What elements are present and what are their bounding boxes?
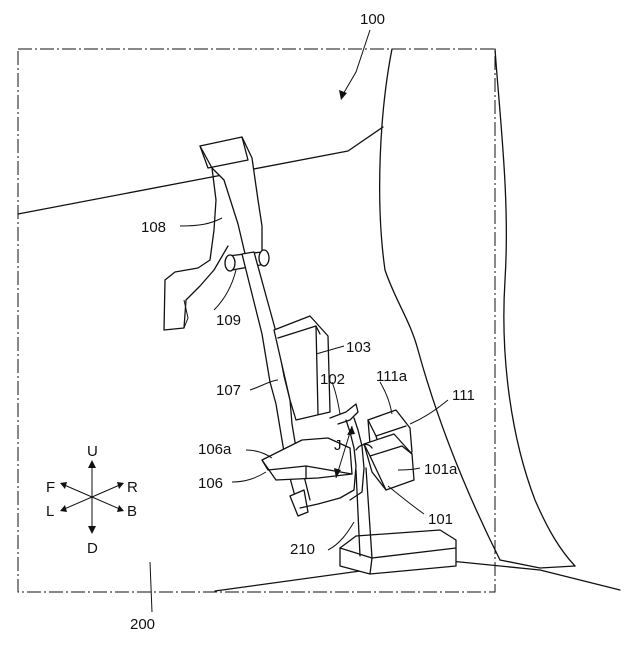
dir-label-u: U [87,443,98,460]
label-210: 210 [290,541,315,558]
label-103: 103 [346,339,371,356]
dir-label-l: L [46,503,54,520]
label-101a: 101a [424,461,458,478]
label-j: J [334,437,342,454]
dir-label-f: F [46,479,55,496]
label-101: 101 [428,511,453,528]
door-outer-edge [495,49,575,566]
dir-label-r: R [127,479,138,496]
direction-indicator [60,460,124,534]
label-100: 100 [360,11,385,28]
label-107: 107 [216,382,241,399]
label-106: 106 [198,475,223,492]
label-109: 109 [216,312,241,329]
label-111a: 111a [376,368,408,385]
vehicle-boundary-frame [18,49,495,592]
bracket-108 [164,137,262,330]
label-108: 108 [141,219,166,236]
dir-label-b: B [127,503,137,520]
label-102: 102 [320,371,345,388]
label-111: 111 [452,387,475,404]
dashboard-line [18,127,383,214]
label-106a: 106a [198,441,232,458]
label-200: 200 [130,616,155,633]
dir-label-d: D [87,540,98,557]
